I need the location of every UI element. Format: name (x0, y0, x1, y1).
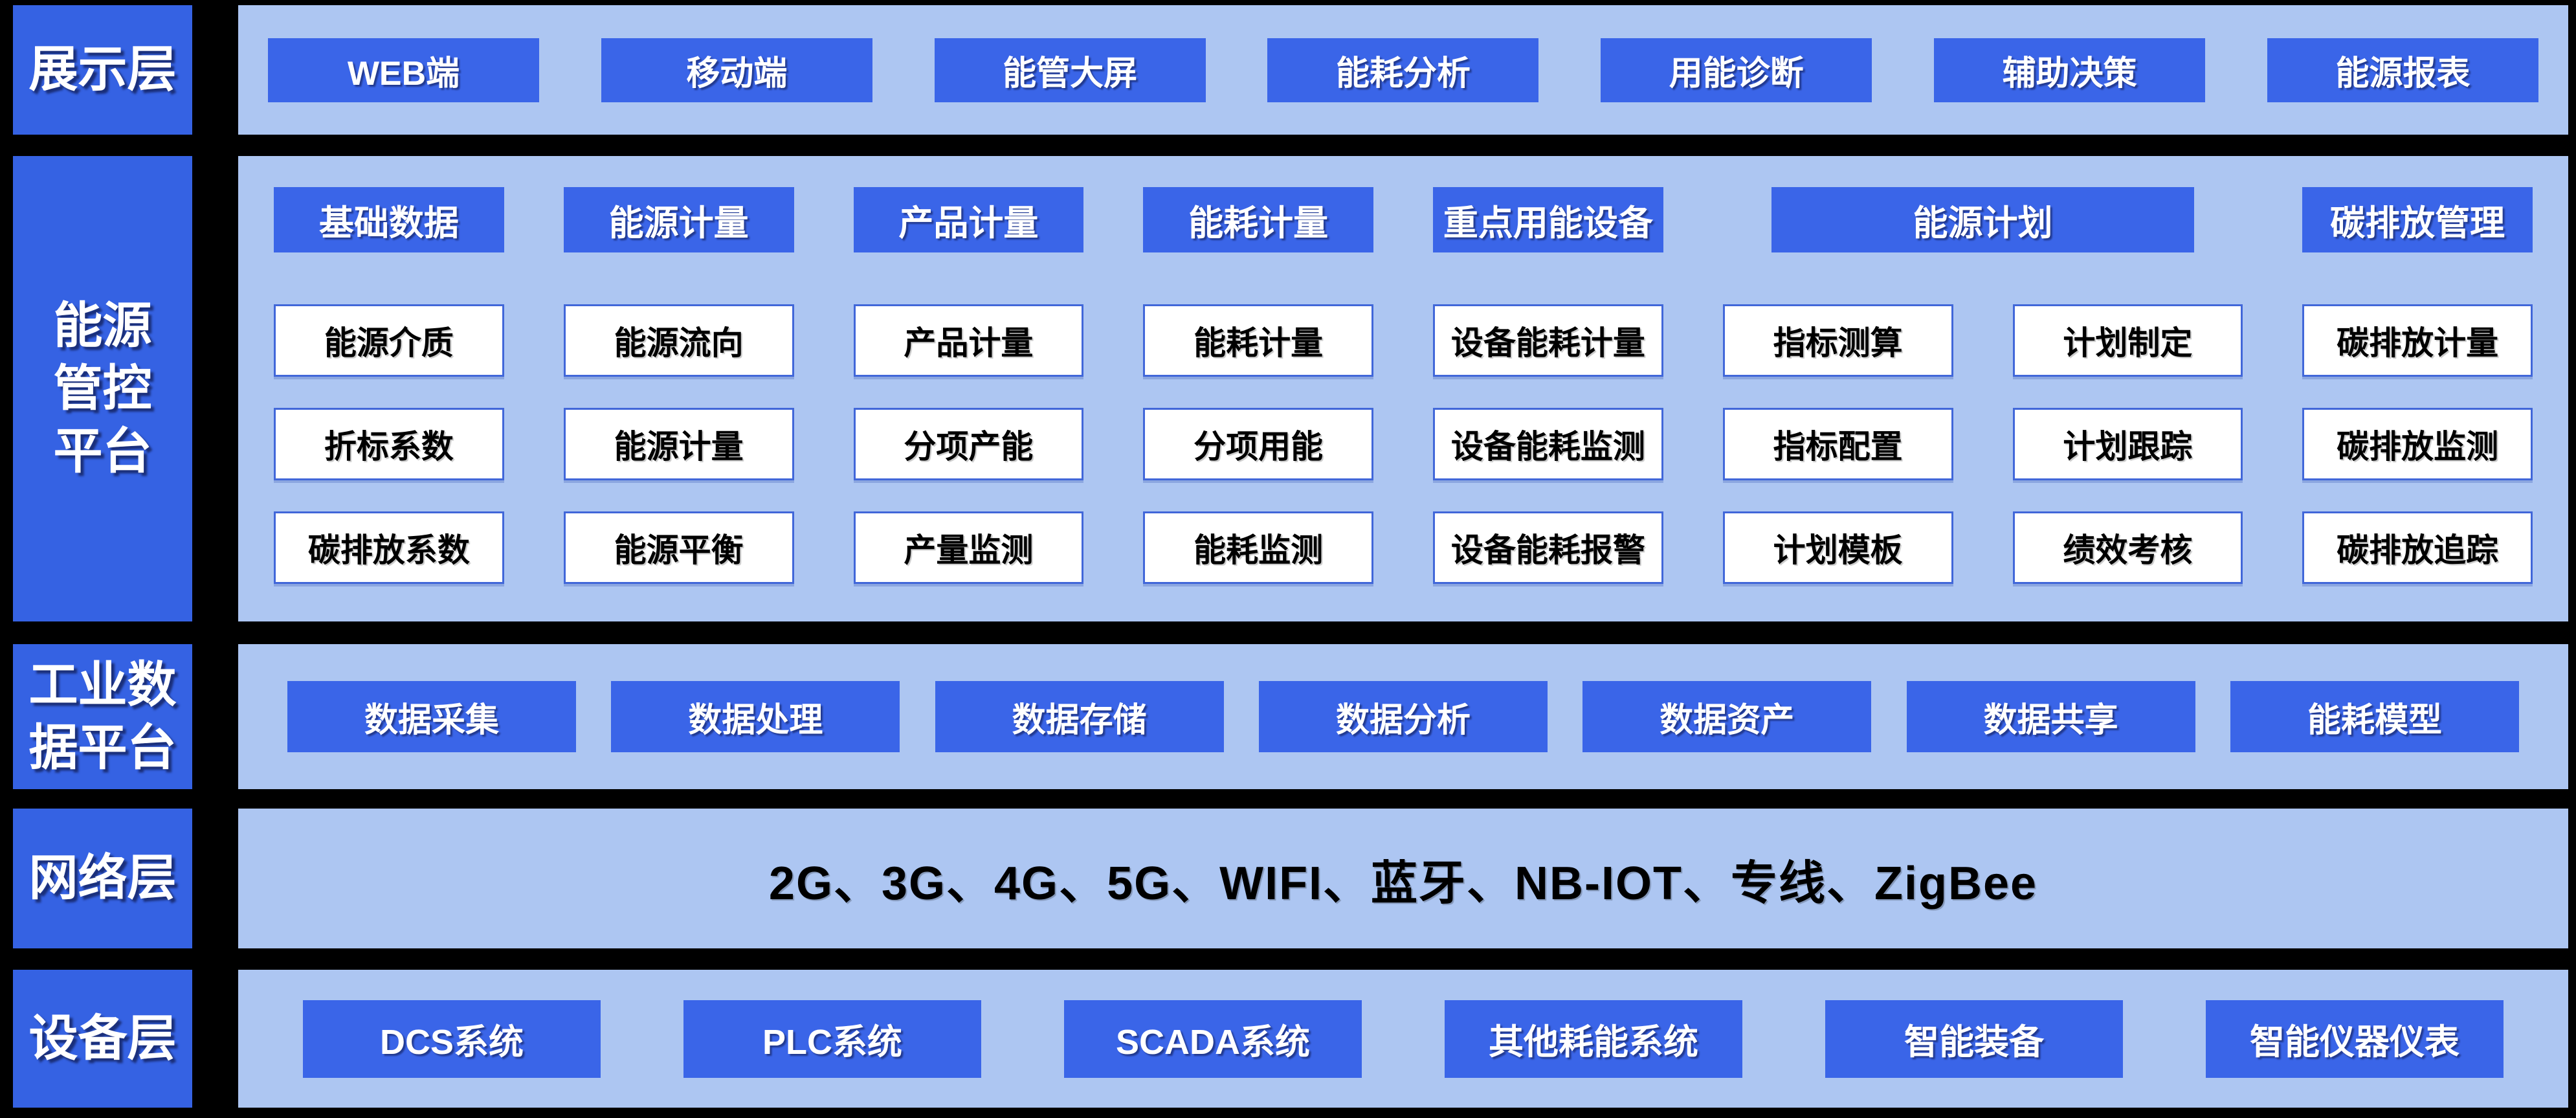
layer-label-line: 据平台 (28, 721, 177, 776)
module-item: 碳排放系数 (274, 511, 504, 584)
layer-label-energy-control-platform: 能源管控平台 (13, 156, 192, 621)
network-panel: 2G、3G、4G、5G、WIFI、蓝牙、NB-IOT、专线、ZigBee (238, 809, 2568, 948)
module-header: 碳排放管理 (2302, 187, 2533, 252)
layer-label-network: 网络层 (13, 809, 192, 948)
module-item: 能耗监测 (1143, 511, 1373, 584)
layer-label-line: 展示层 (28, 42, 177, 98)
device-block: DCS系统 (303, 1000, 601, 1078)
module-item: 碳排放监测 (2302, 408, 2533, 480)
module-header: 基础数据 (274, 187, 504, 252)
module-item: 设备能耗报警 (1433, 511, 1663, 584)
module-item: 计划跟踪 (2012, 408, 2243, 480)
layer-device: 设备层 DCS系统 PLC系统 SCADA系统 其他耗能系统 智能装备 智能仪器仪表 (0, 970, 2576, 1108)
device-block: 智能装备 (1825, 1000, 2123, 1078)
presentation-panel: WEB端移动端能管大屏能耗分析用能诊断辅助决策能源报表 (238, 5, 2568, 135)
module-item: 碳排放计量 (2302, 304, 2533, 377)
module-item: 碳排放追踪 (2302, 511, 2533, 584)
presentation-block: 能耗分析 (1267, 38, 1539, 102)
layer-presentation: 展示层 WEB端移动端能管大屏能耗分析用能诊断辅助决策能源报表 (0, 5, 2576, 135)
module-header: 重点用能设备 (1433, 187, 1663, 252)
module-header: 能耗计量 (1143, 187, 1373, 252)
module-item: 能耗计量 (1143, 304, 1373, 377)
module-item: 绩效考核 (2012, 511, 2243, 584)
module-item: 产品计量 (853, 304, 1084, 377)
module-header: 能源计划 (1771, 187, 2195, 252)
presentation-block: 能源报表 (2267, 38, 2538, 102)
layer-label-device: 设备层 (13, 970, 192, 1108)
device-block: 其他耗能系统 (1445, 1000, 1742, 1078)
module-item: 能源计量 (563, 408, 794, 480)
layer-label-line: 工业数 (28, 657, 177, 713)
module-item: 分项产能 (853, 408, 1084, 480)
presentation-block: 移动端 (601, 38, 872, 102)
module-item: 设备能耗计量 (1433, 304, 1663, 377)
module-header: 能源计量 (563, 187, 794, 252)
module-item: 折标系数 (274, 408, 504, 480)
industrial-data-platform-block: 数据存储 (935, 681, 1224, 752)
module-item: 能源介质 (274, 304, 504, 377)
device-block: 智能仪器仪表 (2206, 1000, 2504, 1078)
industrial-data-platform-block: 数据处理 (611, 681, 900, 752)
module-item: 分项用能 (1143, 408, 1373, 480)
device-block: PLC系统 (683, 1000, 981, 1078)
module-header: 产品计量 (853, 187, 1084, 252)
industrial-data-platform-block: 数据采集 (287, 681, 576, 752)
layer-label-industrial-data-platform: 工业数据平台 (13, 644, 192, 789)
industrial-data-platform-block: 数据分析 (1258, 681, 1548, 752)
layer-label-line: 能源 (53, 298, 152, 353)
industrial-data-platform-block: 数据共享 (1906, 681, 2195, 752)
device-block: SCADA系统 (1064, 1000, 1362, 1078)
presentation-block: 能管大屏 (934, 38, 1206, 102)
layer-energy-control-platform: 能源管控平台 基础数据能源计量产品计量能耗计量重点用能设备能源计划碳排放管理能源… (0, 156, 2576, 621)
presentation-block: WEB端 (268, 38, 539, 102)
module-item: 能源流向 (563, 304, 794, 377)
device-panel: DCS系统 PLC系统 SCADA系统 其他耗能系统 智能装备 智能仪器仪表 (238, 970, 2568, 1108)
layer-label-presentation: 展示层 (13, 5, 192, 135)
industrial-data-platform-block: 数据资产 (1582, 681, 1872, 752)
module-item: 计划制定 (2012, 304, 2243, 377)
presentation-block: 辅助决策 (1934, 38, 2206, 102)
energy-control-platform-panel: 基础数据能源计量产品计量能耗计量重点用能设备能源计划碳排放管理能源介质能源流向产… (238, 156, 2568, 621)
network-protocols-text: 2G、3G、4G、5G、WIFI、蓝牙、NB-IOT、专线、ZigBee (768, 857, 2038, 910)
module-item: 计划模板 (1722, 511, 1953, 584)
presentation-block: 用能诊断 (1601, 38, 1872, 102)
layer-label-line: 设备层 (28, 1011, 177, 1066)
module-item: 指标配置 (1722, 408, 1953, 480)
layer-label-line: 平台 (53, 424, 152, 480)
module-item: 设备能耗监测 (1433, 408, 1663, 480)
layer-network: 网络层 2G、3G、4G、5G、WIFI、蓝牙、NB-IOT、专线、ZigBee (0, 809, 2576, 948)
industrial-data-platform-block: 能耗模型 (2230, 681, 2519, 752)
industrial-data-platform-panel: 数据采集数据处理数据存储数据分析数据资产数据共享能耗模型 (238, 644, 2568, 789)
layer-label-line: 管控 (53, 361, 152, 416)
module-item: 能源平衡 (563, 511, 794, 584)
module-item: 产量监测 (853, 511, 1084, 584)
layer-industrial-data-platform: 工业数据平台 数据采集数据处理数据存储数据分析数据资产数据共享能耗模型 (0, 644, 2576, 789)
layer-label-line: 网络层 (28, 851, 177, 906)
module-item: 指标测算 (1722, 304, 1953, 377)
